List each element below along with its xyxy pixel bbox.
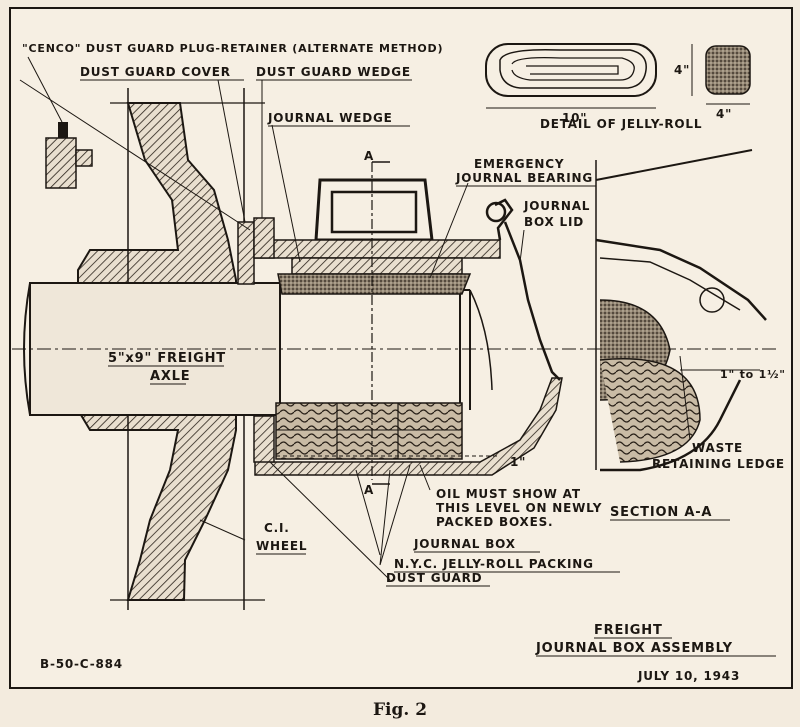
jelly-width-dim: 10" bbox=[562, 111, 587, 125]
jelly-detail-label: DETAIL OF JELLY-ROLL bbox=[540, 117, 702, 131]
annotation-labels: "CENCO" DUST GUARD PLUG-RETAINER (ALTERN… bbox=[22, 42, 786, 683]
emergency-bearing-label-2: JOURNAL BEARING bbox=[455, 171, 593, 185]
jelly-roll-detail bbox=[485, 43, 751, 109]
label-underlines bbox=[80, 79, 776, 657]
journal-box-label: JOURNAL BOX bbox=[413, 537, 516, 551]
jelly-roll-packing-label: N.Y.C. JELLY-ROLL PACKING bbox=[394, 557, 594, 571]
emergency-bearing-label-1: EMERGENCY bbox=[474, 157, 564, 171]
section-aa-label: SECTION A-A bbox=[610, 505, 712, 520]
section-mark-top: A bbox=[364, 149, 374, 163]
jelly-end-dim: 4" bbox=[716, 107, 732, 121]
wheel-label-2: WHEEL bbox=[256, 539, 307, 553]
section-line: A A bbox=[364, 149, 390, 497]
box-lid-label-1: JOURNAL bbox=[523, 199, 590, 213]
dust-guard-cover-label: DUST GUARD COVER bbox=[80, 65, 231, 79]
plug-retainer-detail bbox=[45, 122, 93, 189]
oil-note-line-1: OIL MUST SHOW AT bbox=[436, 487, 581, 501]
waste-ledge-label-2: RETAINING LEDGE bbox=[652, 457, 785, 471]
axle-label-1: 5"x9" FREIGHT bbox=[108, 351, 226, 366]
dust-guard-assembly bbox=[237, 217, 275, 463]
section-mark-bottom: A bbox=[364, 483, 374, 497]
journal-box-lid bbox=[469, 198, 561, 391]
figure-caption: Fig. 2 bbox=[372, 700, 428, 720]
waste-ledge-label-1: WASTE bbox=[692, 441, 743, 455]
drawing-number: B-50-C-884 bbox=[40, 657, 123, 671]
title-line-2: JOURNAL BOX ASSEMBLY bbox=[535, 641, 733, 656]
dust-guard-wedge-label: DUST GUARD WEDGE bbox=[256, 65, 411, 79]
box-lid-label-2: BOX LID bbox=[524, 215, 584, 229]
journal-wedge-label: JOURNAL WEDGE bbox=[267, 111, 393, 125]
freight-axle bbox=[12, 282, 780, 416]
oil-note-line-2: THIS LEVEL ON NEWLY bbox=[436, 501, 602, 515]
plug-retainer-label: "CENCO" DUST GUARD PLUG-RETAINER (ALTERN… bbox=[22, 42, 443, 55]
one-inch-dimension: 1" bbox=[510, 455, 526, 469]
journal-box-body bbox=[254, 178, 563, 476]
axle-label-2: AXLE bbox=[150, 369, 190, 384]
section-a-a-view bbox=[595, 149, 767, 472]
title-line-1: FREIGHT bbox=[594, 623, 663, 638]
dust-guard-label: DUST GUARD bbox=[386, 571, 482, 585]
leader-lines bbox=[19, 56, 691, 581]
drawing-date: JULY 10, 1943 bbox=[637, 669, 740, 683]
jelly-height-dim: 4" bbox=[674, 63, 690, 77]
range-dimension: 1" to 1½" bbox=[720, 368, 786, 381]
wheel-label-1: C.I. bbox=[264, 521, 290, 535]
oil-note-line-3: PACKED BOXES. bbox=[436, 515, 553, 529]
